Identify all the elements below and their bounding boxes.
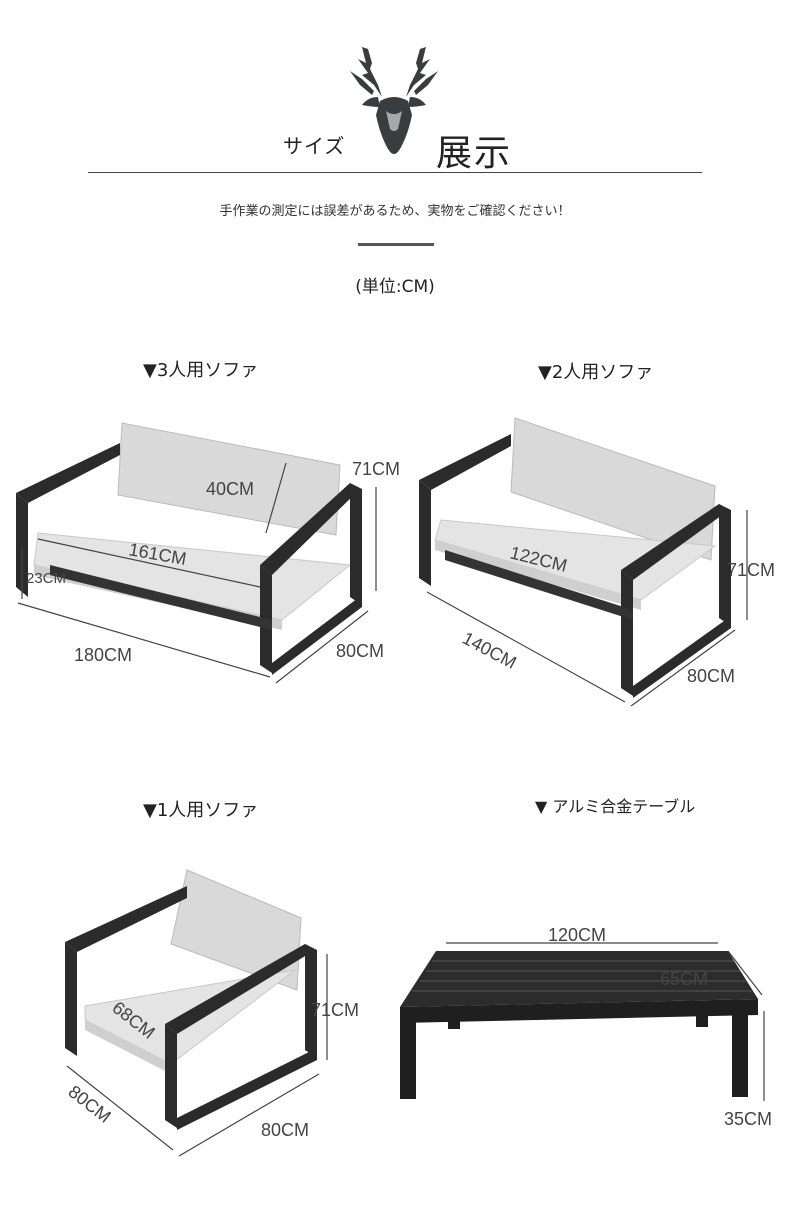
label-2-seater: ▼2人用ソファ <box>538 362 654 383</box>
section-title-small: サイズ <box>283 134 346 158</box>
sofa-1-seater-image: 68CM 71CM 80CM 80CM <box>65 869 359 1157</box>
dim-1-depth: 80CM <box>261 1120 309 1140</box>
dim-3-width: 180CM <box>74 645 132 665</box>
dim-2-width: 140CM <box>459 628 520 673</box>
measurement-note: 手作業の測定には誤差があるため、実物をご確認ください！ <box>219 204 571 219</box>
aluminum-table-image: 120CM 65CM 35CM <box>400 925 772 1129</box>
label-table: ▼ アルミ合金テーブル <box>535 797 696 816</box>
dim-table-width: 120CM <box>548 925 606 945</box>
sofa-3-seater-image: 71CM 40CM 161CM 23CM 180CM 80CM <box>16 422 400 684</box>
dim-3-back: 40CM <box>206 479 254 499</box>
header-divider <box>88 172 702 173</box>
label-1-seater: ▼1人用ソファ <box>143 800 259 821</box>
sofa-2-seater-image: 122CM 71CM 140CM 80CM <box>419 417 775 707</box>
dim-table-depth: 65CM <box>660 969 708 989</box>
dim-2-height: 71CM <box>727 560 775 580</box>
short-divider <box>358 243 434 246</box>
dim-3-depth: 80CM <box>336 641 384 661</box>
dim-1-width: 80CM <box>65 1081 115 1126</box>
deer-logo-icon <box>350 47 438 154</box>
dim-2-depth: 80CM <box>687 666 735 686</box>
dim-3-seat-height: 23CM <box>26 570 66 587</box>
dim-3-height: 71CM <box>352 459 400 479</box>
unit-label: (単位:CM) <box>355 277 435 297</box>
section-title: 展示 <box>436 133 513 174</box>
dim-table-height: 35CM <box>724 1109 772 1129</box>
dim-1-height: 71CM <box>311 1000 359 1020</box>
label-3-seater: ▼3人用ソファ <box>143 360 259 381</box>
